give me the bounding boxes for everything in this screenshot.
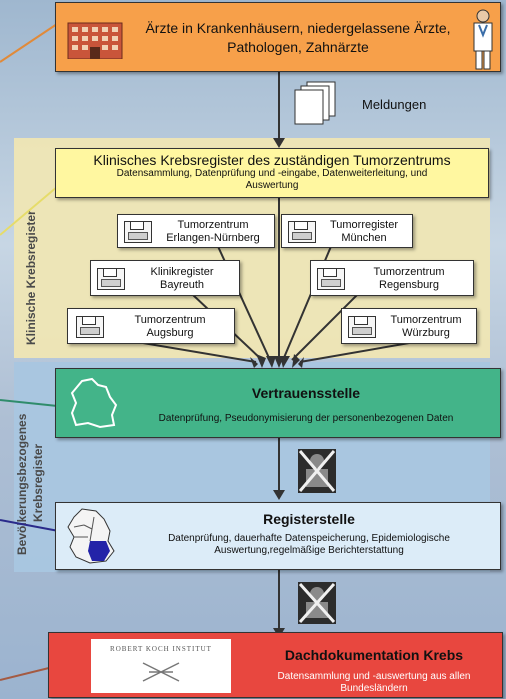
klinisches-title: Klinisches Krebsregister des zuständigen… [93,152,451,168]
center-line1: Klinikregister [150,266,214,278]
klinisches-register-box: Klinisches Krebsregister des zuständigen… [55,148,489,198]
registerstelle-subtitle: Datenprüfung, dauerhafte Datenspeicherun… [168,533,450,556]
aerzte-box: Ärzte in Krankenhäusern, niedergelassene… [55,2,501,72]
center-line1: Tumorregister [329,219,399,231]
vertrauensstelle-subtitle: Datenprüfung, Pseudonymisierung der pers… [158,413,454,424]
center-line1: Tumorzentrum [177,219,249,231]
floppy-icon [124,221,152,243]
rki-logo: ROBERT KOCH INSTITUT [91,639,231,693]
dach-title: Dachdokumentation Krebs [284,647,464,663]
center-line2: Bayreuth [159,279,205,291]
center-line2: Regensburg [379,279,439,291]
center-muenchen: Tumorregister München [281,214,413,248]
center-wuerzburg: Tumorzentrum Würzburg [341,308,477,344]
meldungen-label: Meldungen [362,97,427,112]
floppy-icon [76,316,104,338]
center-bayreuth: Klinikregister Bayreuth [90,260,240,296]
rki-logo-text: ROBERT KOCH INSTITUT [110,645,212,653]
vertrauensstelle-title: Vertrauensstelle [251,385,361,401]
registerstelle-box: Registerstelle Datenprüfung, dauerhafte … [55,502,501,570]
klinisches-subtitle: Datensammlung, Datenprüfung und -eingabe… [116,168,428,191]
rki-emblem-icon [142,662,180,682]
anonymous-person-icon [296,447,338,495]
center-line2: Würzburg [402,327,450,339]
hospital-icon [66,15,124,60]
aerzte-text: Ärzte in Krankenhäusern, niedergelassene… [145,20,451,55]
registerstelle-title: Registerstelle [263,511,355,527]
center-line1: Tumorzentrum [373,266,445,278]
center-regensburg: Tumorzentrum Regensburg [310,260,474,296]
bavaria-map-icon [68,377,118,429]
documents-icon [293,80,339,126]
center-line2: Augsburg [146,327,194,339]
center-erlangen: Tumorzentrum Erlangen-Nürnberg [117,214,275,248]
center-line2: München [341,232,387,244]
floppy-icon [288,221,316,243]
center-line1: Tumorzentrum [134,314,206,326]
floppy-icon [97,268,125,290]
anonymous-person-icon-2 [296,580,338,626]
center-line1: Tumorzentrum [390,314,462,326]
germany-map-icon [64,507,118,565]
center-line2: Erlangen-Nürnberg [166,232,260,244]
vertrauensstelle-box: Vertrauensstelle Datenprüfung, Pseudonym… [55,368,501,438]
dachdokumentation-box: ROBERT KOCH INSTITUT Dachdokumentation K… [48,632,503,698]
floppy-icon [317,268,345,290]
floppy-icon [348,316,376,338]
dach-subtitle: Datensammlung und -auswertung aus allen … [277,671,471,694]
center-augsburg: Tumorzentrum Augsburg [67,308,235,344]
doctor-icon [470,9,496,71]
